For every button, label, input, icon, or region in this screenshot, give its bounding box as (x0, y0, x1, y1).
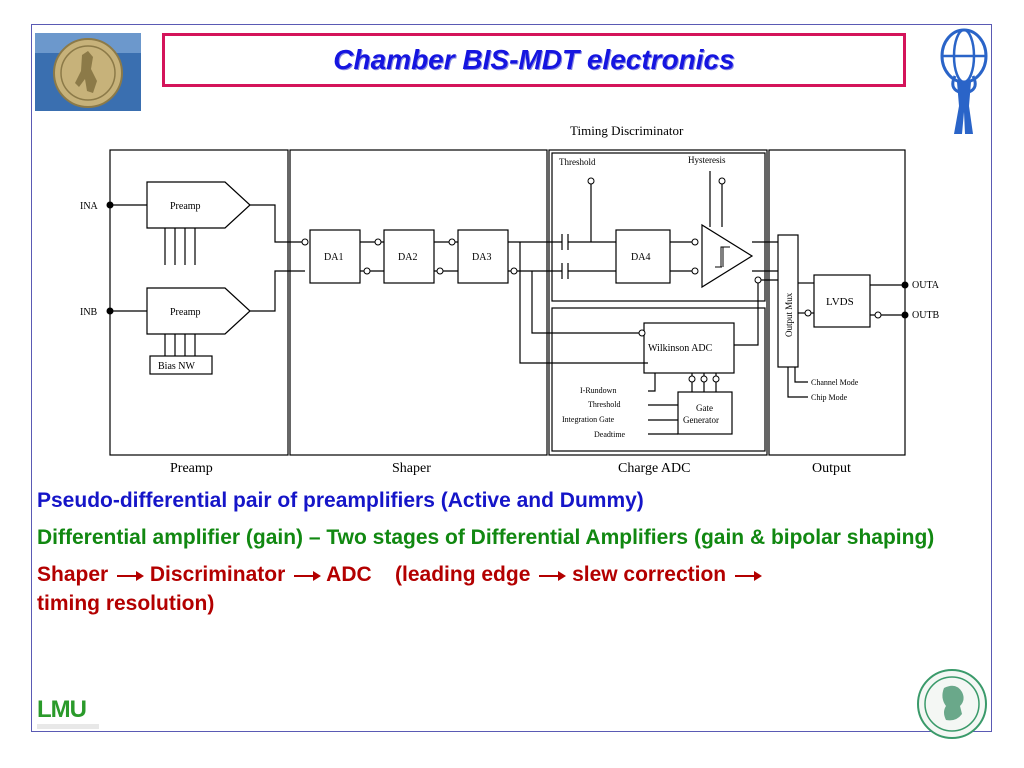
gate-generator-box (677, 391, 733, 435)
label-chip-mode: Chip Mode (811, 393, 848, 402)
arrow-right-icon (291, 570, 322, 582)
bias-network-box (149, 355, 213, 375)
section-label-output: Output (812, 461, 851, 476)
bullet-preamplifiers: Pseudo-differential pair of preamplifier… (37, 489, 644, 512)
arrow-right-icon (114, 570, 145, 582)
lvds-box (813, 274, 871, 328)
seal-logo (35, 33, 141, 111)
label-output-a: OUTA (912, 280, 940, 291)
timing-frame (551, 152, 766, 302)
section-frame-adc (548, 149, 768, 456)
section-frame-preamp (109, 149, 289, 456)
section-frame-output (768, 149, 906, 456)
label-da1: DA1 (324, 252, 343, 263)
label-threshold-adc: Threshold (588, 400, 620, 409)
label-channel-mode: Channel Mode (811, 378, 859, 387)
bullet-signal-chain: Shaper Discriminator ADC (leading edge s… (37, 560, 965, 618)
label-hysteresis: Hysteresis (688, 155, 726, 165)
bullet-differential-amplifier: Differential amplifier (gain) – Two stag… (37, 526, 935, 549)
chain-timing-resolution: timing resolution) (37, 592, 215, 615)
label-integration-gate: Integration Gate (562, 415, 615, 424)
preamp-a (146, 181, 251, 229)
arrow-right-icon (732, 570, 762, 582)
label-input-b: INB (80, 307, 98, 318)
label-da2: DA2 (398, 252, 417, 263)
da3-box (457, 229, 509, 284)
medallion-logo (917, 669, 987, 739)
chain-leading-edge: (leading edge (395, 563, 531, 586)
label-bias: Bias NW (158, 361, 196, 372)
da1-box (309, 229, 361, 284)
chain-discriminator: Discriminator (149, 563, 286, 586)
atlas-logo (940, 28, 988, 134)
label-wilkinson-adc: Wilkinson ADC (648, 343, 713, 354)
block-diagram: INA INB Preamp Preamp Bias NW DA1 DA2 DA… (80, 123, 940, 476)
bullet-list: Pseudo-differential pair of preamplifier… (37, 486, 965, 618)
label-lvds: LVDS (826, 296, 854, 308)
slide-title: Chamber BIS-MDT electronics (333, 44, 735, 75)
lmu-logo-text: LMU (37, 696, 87, 723)
label-gate: Gate (696, 403, 713, 413)
da2-box (383, 229, 435, 284)
chain-adc: ADC (326, 563, 372, 586)
preamp-b (146, 287, 251, 335)
label-preamp-b: Preamp (170, 307, 201, 318)
da4-box (615, 229, 671, 284)
label-timing-discriminator: Timing Discriminator (570, 123, 684, 138)
label-da3: DA3 (472, 252, 491, 263)
lmu-logo-bar (37, 724, 99, 729)
label-output-mux: Output Mux (784, 292, 794, 337)
label-output-b: OUTB (912, 310, 940, 321)
wilkinson-adc-box (643, 322, 735, 374)
label-deadtime: Deadtime (594, 430, 626, 439)
label-threshold: Threshold (559, 157, 596, 167)
chain-shaper: Shaper (37, 563, 109, 586)
section-frame-shaper (289, 149, 548, 456)
chain-slew-correction: slew correction (572, 563, 727, 586)
label-da4: DA4 (631, 252, 650, 263)
lmu-logo: LMU (37, 696, 99, 729)
label-preamp-a: Preamp (170, 201, 201, 212)
arrow-right-icon (536, 570, 567, 582)
label-generator: Generator (683, 415, 719, 425)
adc-inner-frame (551, 307, 766, 452)
label-input-a: INA (80, 201, 99, 212)
slide-frame (31, 24, 992, 732)
comparator (701, 223, 754, 289)
label-i-rundown: I-Rundown (580, 386, 616, 395)
section-label-shaper: Shaper (392, 461, 431, 476)
section-label-adc: Charge ADC (618, 461, 690, 476)
title-frame: Chamber BIS-MDT electronics (162, 33, 906, 87)
section-label-preamp: Preamp (170, 461, 213, 476)
